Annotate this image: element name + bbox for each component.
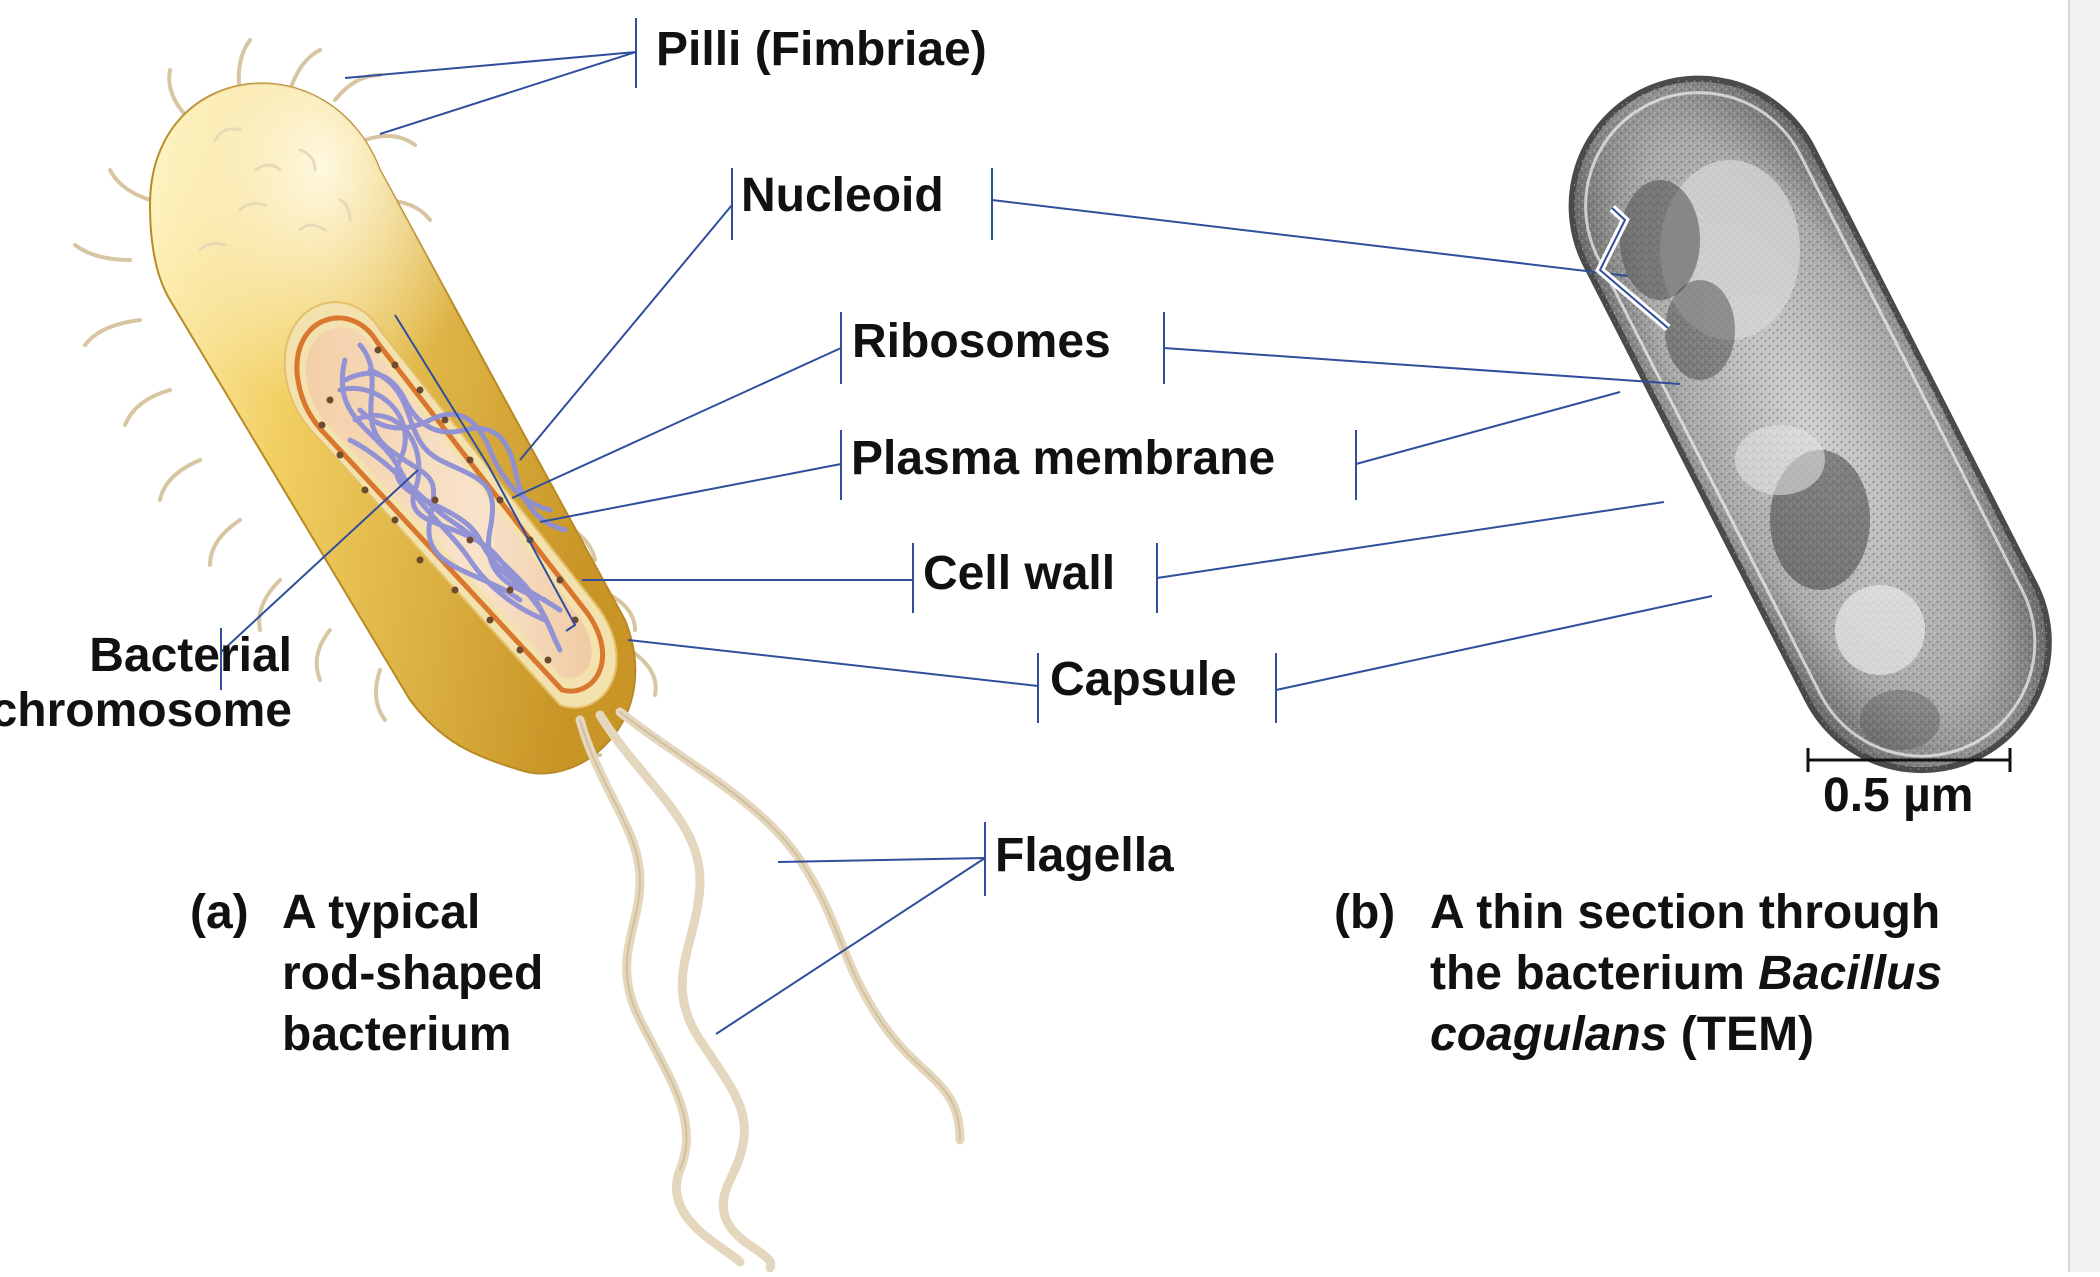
label-plasma-membrane: Plasma membrane (851, 432, 1276, 485)
bacterium-illustration (73, 38, 965, 1273)
caption-b-line2: the bacterium Bacillus (1430, 943, 1942, 1004)
label-bacterial-chromosome-line2: chromosome (0, 684, 292, 737)
tem-micrograph (1527, 34, 2093, 815)
label-pili: Pilli (Fimbriae) (656, 23, 987, 76)
label-ribosomes: Ribosomes (852, 315, 1111, 368)
caption-b: (b) A thin section through the bacterium… (1334, 882, 2054, 1072)
label-capsule: Capsule (1050, 653, 1237, 706)
scale-bar-label: 0.5 µm (1823, 769, 1974, 822)
caption-a-tag: (a) (190, 886, 249, 939)
label-cell-wall: Cell wall (923, 547, 1116, 600)
caption-b-line3: coagulans (TEM) (1430, 1004, 1942, 1065)
caption-a-line1: A typical (282, 886, 481, 939)
caption-b-line3-italic: coagulans (1430, 1008, 1668, 1061)
caption-b-line2-italic: Bacillus (1758, 947, 1943, 1000)
label-flagella: Flagella (995, 829, 1174, 882)
caption-b-tag: (b) (1334, 886, 1396, 939)
leader-lines (220, 18, 2012, 1035)
caption-a-line3: bacterium (282, 1008, 512, 1061)
plasma-membrane-shape (294, 315, 606, 694)
caption-a-line2: rod-shaped (282, 947, 544, 1000)
caption-b-line1: A thin section through (1430, 886, 1941, 939)
caption-b-line3-plain: (TEM) (1667, 1008, 1815, 1061)
label-bacterial-chromosome-line1: Bacterial (89, 629, 292, 682)
label-bacterial-chromosome: Bacterial chromosome (0, 628, 292, 738)
ribosomes-group (318, 346, 579, 664)
nucleoid-shape (337, 342, 568, 653)
right-edge-frame (2068, 0, 2100, 1272)
label-nucleoid: Nucleoid (741, 169, 944, 222)
caption-b-line2-plain: the bacterium (1430, 947, 1759, 1000)
caption-a: (a) A typical rod-shaped bacterium (190, 882, 670, 1072)
